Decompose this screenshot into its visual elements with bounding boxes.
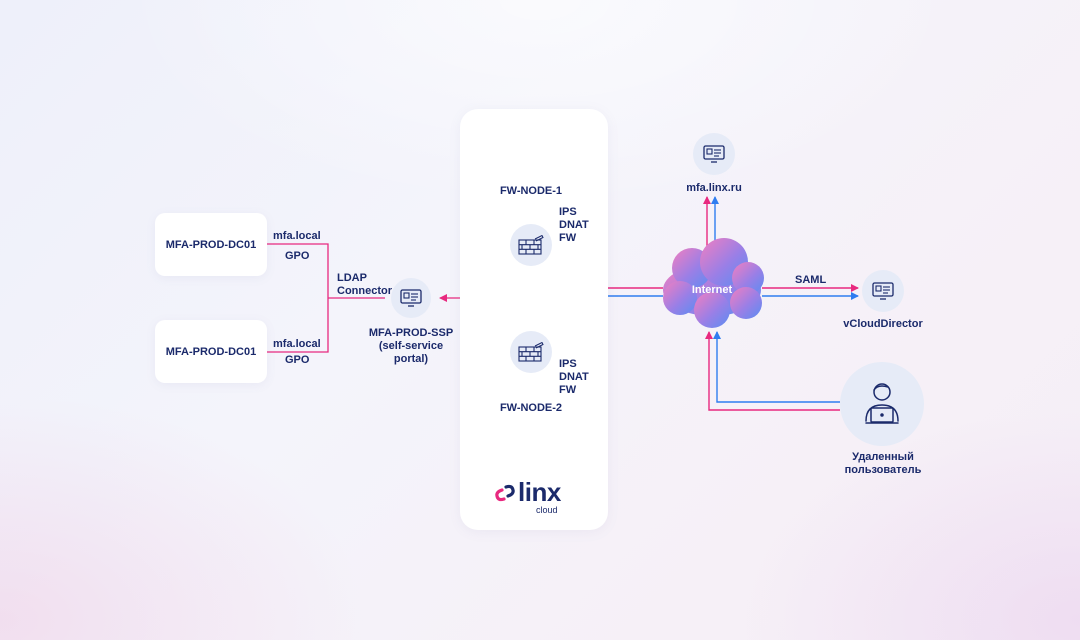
monitor-icon xyxy=(703,145,725,163)
fw-node-1[interactable] xyxy=(510,224,552,266)
fw-node-1-label: FW-NODE-1 xyxy=(499,185,563,197)
monitor-icon xyxy=(400,289,422,307)
connector-label: Connector xyxy=(337,285,392,297)
ssp-title: MFA-PROD-SSP xyxy=(368,327,454,339)
remote-user-node[interactable] xyxy=(840,362,924,446)
vcloud-label: vCloudDirector xyxy=(843,318,923,330)
dc01-top-box[interactable]: MFA-PROD-DC01 xyxy=(155,213,267,276)
mfa-local-top-label: mfa.local xyxy=(273,230,321,242)
firewall-icon xyxy=(518,235,544,255)
linx-logo-icon xyxy=(495,484,515,502)
fw-node-2-label: FW-NODE-2 xyxy=(499,402,563,414)
linx-cloud-panel xyxy=(460,109,608,530)
mfa-linx-node[interactable] xyxy=(693,133,735,175)
fw2-feature-dnat: DNAT xyxy=(559,371,589,383)
user-laptop-icon xyxy=(865,383,899,424)
internet-cloud-icon xyxy=(663,238,764,328)
dc01-bottom-label: MFA-PROD-DC01 xyxy=(165,345,257,358)
fw1-feature-fw: FW xyxy=(559,232,577,244)
remote-user-label-2: пользователь xyxy=(844,464,922,476)
internet-label: Internet xyxy=(691,284,733,296)
dc-to-ssp-connections xyxy=(267,243,385,353)
gpo-bottom-label: GPO xyxy=(285,354,310,366)
fw-node-2[interactable] xyxy=(510,331,552,373)
user-to-internet-arrows xyxy=(705,331,840,411)
dc01-bottom-box[interactable]: MFA-PROD-DC01 xyxy=(155,320,267,383)
mfa-local-bottom-label: mfa.local xyxy=(273,338,321,350)
ssp-subtitle: (self-service xyxy=(378,340,444,352)
fw1-feature-dnat: DNAT xyxy=(559,219,589,231)
vcloud-node[interactable] xyxy=(862,270,904,312)
linx-logo-text: linx xyxy=(518,477,561,507)
linx-logo: linx cloud xyxy=(494,478,584,518)
fw2-feature-fw: FW xyxy=(559,384,577,396)
mfa-linx-label: mfa.linx.ru xyxy=(686,182,742,194)
monitor-icon xyxy=(872,282,894,300)
ssp-subtitle-2: portal) xyxy=(393,353,429,365)
internet-to-vcloud-arrows xyxy=(762,284,859,300)
dc01-top-label: MFA-PROD-DC01 xyxy=(165,238,257,251)
fw1-feature-ips: IPS xyxy=(559,206,577,218)
remote-user-label-1: Удаленный xyxy=(852,451,914,463)
ldap-label: LDAP xyxy=(337,272,367,284)
firewall-icon xyxy=(518,342,544,362)
saml-label: SAML xyxy=(795,274,827,286)
gpo-top-label: GPO xyxy=(285,250,310,262)
ssp-node[interactable] xyxy=(391,278,431,318)
fw2-feature-ips: IPS xyxy=(559,358,577,370)
linx-logo-sub: cloud xyxy=(536,505,558,515)
